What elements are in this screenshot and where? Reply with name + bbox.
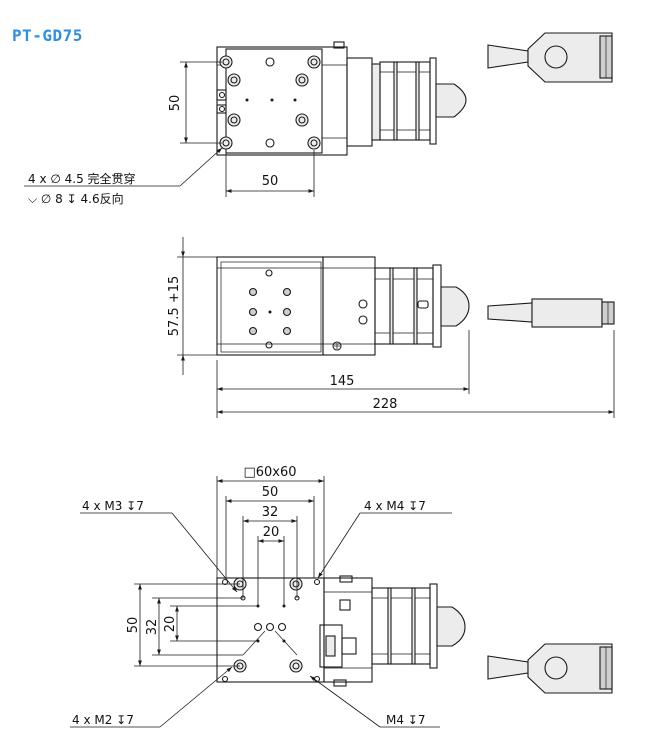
bottom-label-m4-four: 4 x M4 ↧7 [364,499,426,513]
side-view: 57.5 +15 145 228 [167,237,615,418]
bottom-connector [487,643,613,694]
bottom-motor-knob [436,606,466,647]
top-hole-callout-counterbore: ⌵ ∅ 8 ↧ 4.6反向 [28,191,124,206]
bottom-dim-square: □60x60 [243,465,296,480]
bottom-dim-v20: 20 [163,616,178,633]
top-stage-base [216,46,348,156]
bottom-dim-20: 20 [263,525,280,540]
bottom-dim-50: 50 [262,485,279,500]
side-stage-body [216,256,324,356]
bottom-label-m2: 4 x M2 ↧7 [72,713,134,727]
bottom-dim-v32: 32 [145,619,160,636]
top-motor [379,61,431,141]
bottom-label-m3: 4 x M3 ↧7 [82,499,144,513]
top-motor-knob [435,83,467,118]
bottom-drive-housing [323,577,373,683]
bottom-dim-v50: 50 [126,617,141,634]
bottom-label-m4-single: M4 ↧7 [386,713,426,727]
side-dim-height: 57.5 +15 [167,276,182,337]
top-dim-height: 50 [168,95,183,112]
bottom-view: □60x60 50 32 20 50 32 20 4 x M3 ↧7 4 x M… [70,465,613,728]
bottom-motor [371,587,431,665]
side-motor-knob [440,286,470,327]
side-dim-stage-length: 145 [330,374,355,389]
side-drive-housing [322,256,376,356]
top-view: 50 50 4 x ∅ 4.5 完全贯穿 ⌵ ∅ 8 ↧ 4.6反向 [24,32,613,206]
side-motor [374,267,434,345]
top-connector [487,32,613,83]
drawing-title: PT-GD75 [12,26,83,45]
side-connector [531,298,603,328]
side-dim-total-length: 228 [373,397,398,412]
bottom-dim-32: 32 [262,505,279,520]
top-hole-callout-through: 4 x ∅ 4.5 完全贯穿 [28,171,136,186]
top-dim-width: 50 [262,174,279,189]
top-stage-carriage [225,48,323,154]
